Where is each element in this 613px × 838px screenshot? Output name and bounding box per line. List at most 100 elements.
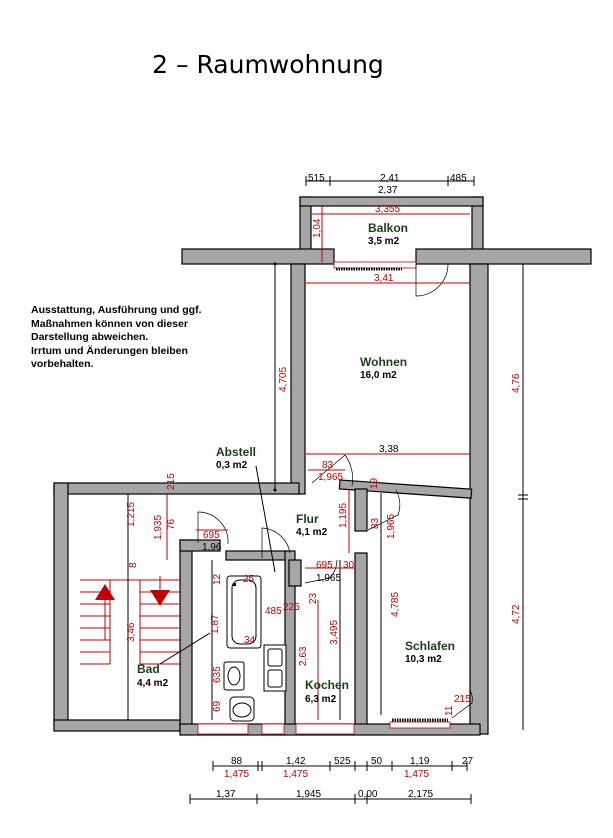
door-wohnen — [311, 454, 353, 487]
door-bad — [197, 511, 229, 545]
dim-label: 2,41 — [380, 173, 400, 184]
door-balkon — [415, 263, 449, 297]
dim-label: 4,785 — [390, 592, 401, 617]
dim-label: 1,475 — [224, 769, 249, 780]
dim-label: 83 — [370, 517, 381, 529]
room-name-balkon: Balkon — [368, 221, 408, 235]
shaft-marker — [233, 583, 236, 586]
room-name-wohnen: Wohnen — [360, 355, 407, 369]
disclaimer-line: Ausstattung, Ausführung und ggf. — [31, 304, 202, 316]
dim-label: 1,42 — [286, 756, 306, 767]
dim-label: 695 — [203, 530, 220, 541]
dim-label: 3,38 — [379, 444, 399, 455]
doors — [197, 263, 473, 719]
wall-abstell — [288, 559, 302, 587]
wall-exterior-right — [469, 263, 489, 735]
dim-label: 27 — [462, 756, 474, 767]
stair-down-arrow-icon — [150, 590, 170, 606]
dim-label: 83 — [322, 460, 334, 471]
dim-label: 1,475 — [283, 769, 308, 780]
bathtub-inner — [231, 579, 257, 645]
dim-label: 2,63 — [298, 646, 309, 666]
dimension-lines — [127, 176, 528, 800]
room-name-bad: Bad — [137, 662, 160, 676]
dim-label: 34 — [244, 635, 256, 646]
abstell-leader-line — [255, 465, 276, 573]
dim-label: 0,00 — [358, 789, 378, 800]
dim-label: 3,495 — [329, 620, 340, 645]
wall-top-right — [415, 248, 592, 265]
dim-label: 3,355 — [375, 204, 400, 215]
window-schlafen — [389, 721, 451, 729]
stair-up-arrow-icon — [95, 584, 115, 600]
dim-label: 1,195 — [338, 503, 349, 528]
wall-exterior-left — [53, 482, 69, 726]
dim-label: 695 — [316, 560, 333, 571]
dim-label: 12 — [212, 573, 223, 585]
kitchen-sink-basin-a — [267, 648, 283, 667]
dim-label: 2,175 — [408, 789, 433, 800]
wall-wohnen-bottom — [338, 479, 473, 499]
walls — [53, 196, 592, 736]
staircase — [80, 576, 180, 665]
dim-label: 76 — [166, 518, 177, 530]
kitchen-sink-basin-b — [267, 669, 283, 688]
room-name-abstell: Abstell — [216, 445, 256, 459]
toilet-bowl — [232, 702, 252, 718]
dim-label: 11 — [444, 705, 455, 716]
dim-label: 1,04 — [312, 218, 323, 238]
disclaimer-line: Maßnahmen können von dieser — [31, 317, 188, 330]
wall-flur-right-upper — [354, 488, 368, 532]
dim-label: 1,215 — [126, 502, 137, 527]
dim-label: 1,965 — [318, 472, 343, 483]
room-name-kochen: Kochen — [305, 678, 349, 692]
dim-label: 215 — [454, 694, 471, 705]
dim-label: 1,19 — [410, 756, 430, 767]
dim-label: 50 — [371, 756, 383, 767]
dim-label: 1,96 — [202, 542, 222, 553]
dim-label: 215 — [166, 473, 177, 490]
dim-label: 1,945 — [296, 789, 321, 800]
bad-leader-line — [159, 632, 211, 665]
page-title: 2 – Raumwohnung — [152, 50, 384, 79]
wall-balcony-top — [299, 196, 484, 207]
dim-label: 525 — [334, 756, 351, 767]
disclaimer-line: Irrtum und Änderungen bleiben — [31, 344, 188, 357]
room-area-flur: 4,1 m2 — [296, 527, 328, 538]
room-area-wohnen: 16,0 m2 — [360, 370, 397, 381]
room-area-bad: 4,4 m2 — [137, 678, 169, 689]
dim-label: 1,475 — [404, 769, 429, 780]
dim-label: 225 — [283, 602, 300, 613]
dim-label: 23 — [308, 592, 319, 604]
wall-bad-left — [179, 539, 193, 726]
dim-label: 485 — [450, 173, 467, 184]
room-area-balkon: 3,5 m2 — [368, 236, 400, 247]
wall-bad-top-left — [179, 539, 221, 552]
dim-label: 4,76 — [511, 373, 522, 393]
dim-label: 515 — [308, 173, 325, 184]
door-abstell — [261, 527, 291, 558]
door-schlafen — [367, 489, 401, 531]
windows — [197, 261, 451, 735]
dim-label: 1,87 — [210, 614, 221, 634]
dimension-ticks — [189, 761, 472, 804]
wall-bad-top — [225, 550, 287, 561]
dim-label: 19 — [369, 477, 380, 489]
door-kochen — [304, 559, 338, 584]
window-bad — [197, 723, 249, 735]
window-kochen-b — [295, 723, 355, 735]
room-name-schlafen: Schlafen — [405, 639, 455, 653]
room-labels: Balkon 3,5 m2 Wohnen 16,0 m2 Abstell 0,3… — [137, 221, 455, 705]
dim-label: 4,72 — [511, 604, 522, 624]
washbasin-bowl — [227, 666, 241, 686]
window-kochen-a — [261, 723, 285, 735]
wall-wohnen-left — [290, 263, 306, 495]
room-name-flur: Flur — [296, 512, 319, 526]
dim-label: 1,37 — [216, 789, 236, 800]
fixtures — [223, 575, 287, 722]
dim-label: 8 — [128, 562, 139, 568]
dim-label: 1,935 — [153, 515, 164, 540]
dim-label: 25 — [243, 574, 255, 585]
window-wohnen — [333, 261, 417, 269]
